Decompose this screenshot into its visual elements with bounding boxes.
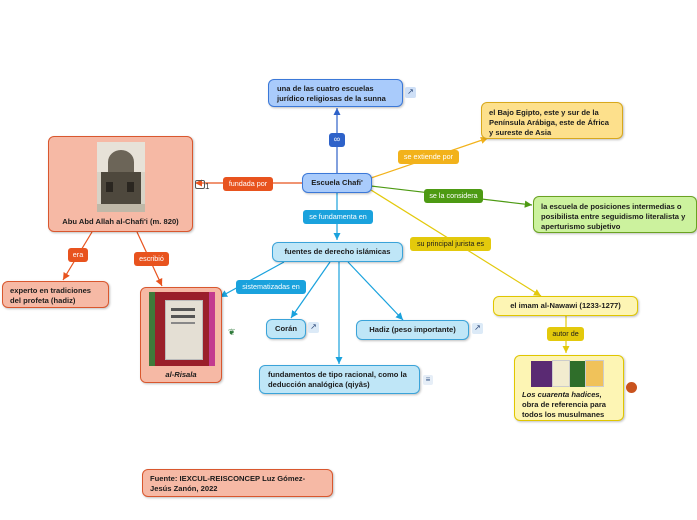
label-escribio: escribió [134,252,169,266]
notes-icon[interactable]: ≡ [423,375,433,385]
node-nawawi[interactable]: el imam al-Nawawi (1233-1277) [493,296,638,316]
mausoleum-image [97,142,145,212]
node-fuente: Fuente: IEXCUL-REISCONCEP Luz Gómez-Jesú… [142,469,333,497]
book-covers-image [531,360,616,387]
label-autor-de: autor de [547,327,584,341]
label-se-fundamenta: se fundamenta en [303,210,373,224]
label-sistematizadas: sistematizadas en [236,280,306,294]
node-fundamentos[interactable]: fundamentos de tipo racional, como la de… [259,365,420,394]
label-fundada-por: fundada por [223,177,273,191]
node-escuela-chafi[interactable]: Escuela Chafi' [302,173,372,193]
node-egipto[interactable]: el Bajo Egipto, este y sur de la Penínsu… [481,102,623,139]
link-icon[interactable]: ↗ [472,323,483,334]
node-al-risala[interactable]: al-Risala [140,287,222,383]
link-fuentes-coran [290,261,331,319]
node-cuarenta-hadices[interactable]: Los cuarenta hadices, obra de referencia… [514,355,624,421]
link-icon[interactable]: ↗ [405,87,416,98]
comment-count: 1 [205,182,210,191]
cuarenta-description: obra de referencia para todos los musulm… [522,399,606,419]
cuarenta-title: Los cuarenta hadices, [522,390,602,399]
label-era: era [68,248,88,262]
book-image [149,292,215,366]
label-se-considera: se la considera [424,189,483,203]
ribbon-icon[interactable] [626,382,637,393]
label-se-extiende: se extiende por [398,150,459,164]
link-icon[interactable]: ↗ [308,322,319,333]
node-coran[interactable]: Corán [266,319,306,339]
label-es: ∞ [329,133,345,147]
node-hadiz[interactable]: Hadiz (peso importante) [356,320,469,340]
abu-label: Abu Abd Allah al-Chafi'i (m. 820) [62,217,179,226]
node-cuatro-escuelas[interactable]: una de las cuatro escuelas jurídico reli… [268,79,403,107]
node-intermedias[interactable]: la escuela de posiciones intermedias o p… [533,196,697,233]
node-abu-abd-allah[interactable]: Abu Abd Allah al-Chafi'i (m. 820) [48,136,193,232]
risala-label: al-Risala [165,370,197,379]
node-fuentes[interactable]: fuentes de derecho islámicas [272,242,403,262]
link-fuentes-risala [219,261,285,298]
link-fuentes-hadiz [347,261,404,321]
label-principal-jurista: su principal jurista es [410,237,491,251]
comment-icon[interactable]: 1 [195,180,211,191]
node-experto[interactable]: experto en tradiciones del profeta (hadi… [2,281,109,308]
leaf-icon[interactable]: ❦ [228,327,236,337]
